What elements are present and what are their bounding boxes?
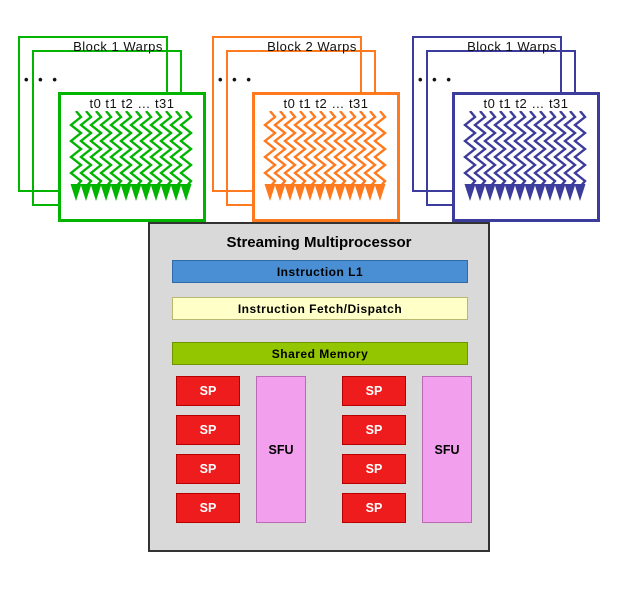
ellipsis-dots: • • • bbox=[24, 72, 60, 87]
warp-card-title: Block 1 Warps bbox=[467, 39, 557, 54]
thread-arrows-icon bbox=[463, 111, 587, 203]
warp-card-title: Block 2 Warps bbox=[267, 39, 357, 54]
sp-core: SP bbox=[342, 454, 406, 484]
warp-card-block1-navy: Block 1 Warps • • • t0 t1 t2 … t31 bbox=[410, 28, 610, 224]
sp-core: SP bbox=[176, 415, 240, 445]
thread-ids-label: t0 t1 t2 … t31 bbox=[89, 96, 175, 111]
instruction-fetch-dispatch-bar: Instruction Fetch/Dispatch bbox=[172, 297, 468, 320]
sp-core: SP bbox=[176, 454, 240, 484]
streaming-multiprocessor-panel: Streaming Multiprocessor Instruction L1 … bbox=[148, 222, 490, 552]
ellipsis-dots: • • • bbox=[218, 72, 254, 87]
warp-card-title: Block 1 Warps bbox=[73, 39, 163, 54]
sp-core: SP bbox=[176, 493, 240, 523]
sp-core: SP bbox=[342, 493, 406, 523]
sfu-unit: SFU bbox=[256, 376, 306, 523]
sp-core: SP bbox=[342, 415, 406, 445]
shared-memory-bar: Shared Memory bbox=[172, 342, 468, 365]
instruction-l1-bar: Instruction L1 bbox=[172, 260, 468, 283]
thread-ids-label: t0 t1 t2 … t31 bbox=[283, 96, 369, 111]
ellipsis-dots: • • • bbox=[418, 72, 454, 87]
thread-arrows-icon bbox=[69, 111, 193, 203]
thread-arrows-icon bbox=[263, 111, 387, 203]
sm-title: Streaming Multiprocessor bbox=[226, 234, 412, 251]
sfu-unit: SFU bbox=[422, 376, 472, 523]
sp-core: SP bbox=[176, 376, 240, 406]
warp-card-front: t0 t1 t2 … t31 bbox=[58, 92, 206, 222]
warp-card-block2-orange: Block 2 Warps • • • t0 t1 t2 … t31 bbox=[210, 28, 410, 224]
sp-core: SP bbox=[342, 376, 406, 406]
warp-card-block1-green: Block 1 Warps • • • t0 t1 t2 … t31 bbox=[16, 28, 216, 224]
warp-card-front: t0 t1 t2 … t31 bbox=[452, 92, 600, 222]
warp-card-front: t0 t1 t2 … t31 bbox=[252, 92, 400, 222]
thread-ids-label: t0 t1 t2 … t31 bbox=[483, 96, 569, 111]
